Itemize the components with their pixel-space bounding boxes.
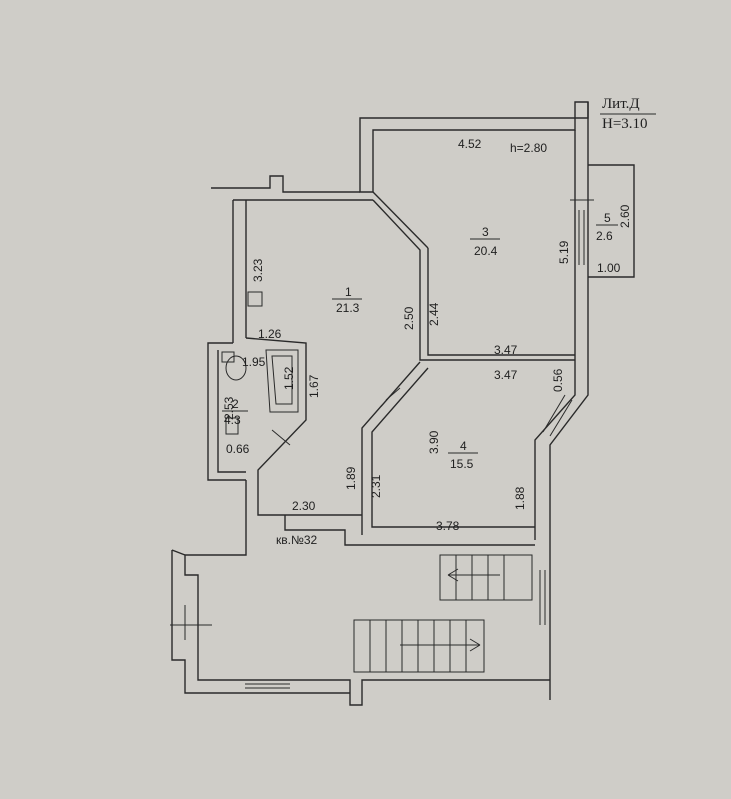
dim-0-56: 0.56	[551, 368, 565, 392]
wall-right-bay	[534, 365, 589, 700]
wall-right-room3	[574, 102, 589, 365]
partition-room3-inner	[427, 248, 575, 356]
balcony-window	[570, 199, 594, 265]
dim-3-78: 3.78	[436, 519, 460, 533]
room-1-number: 1	[345, 285, 352, 299]
dim-1-88: 1.88	[513, 486, 527, 510]
balcony-5-outline	[588, 164, 635, 278]
bay-window	[542, 394, 573, 437]
room-5-number: 5	[604, 211, 611, 225]
room-2-area: 4.3	[224, 413, 241, 427]
dim-2-31: 2.31	[369, 474, 383, 498]
room-1-area: 21.3	[336, 301, 360, 315]
toilet-icon	[225, 355, 247, 381]
dim-2-44: 2.44	[427, 302, 441, 326]
dim-1-52: 1.52	[282, 366, 296, 390]
wall-entry	[284, 515, 535, 546]
dim-3-23: 3.23	[251, 258, 265, 282]
bathtub-inner	[271, 355, 293, 405]
wall-top-room1	[211, 175, 373, 343]
dim-1-95: 1.95	[242, 355, 266, 369]
wall-corridor	[184, 480, 550, 706]
right-window	[539, 570, 546, 625]
partition-room1-room3	[372, 199, 575, 361]
stairs-upper	[439, 554, 533, 601]
apartment-number: кв.№32	[276, 533, 318, 547]
partition-diagonal-top	[372, 191, 429, 249]
dim-2-60: 2.60	[618, 204, 632, 228]
stairs-lower	[353, 619, 485, 673]
bottom-window	[245, 683, 290, 689]
dim-1-89: 1.89	[344, 466, 358, 490]
dim-3-90: 3.90	[427, 430, 441, 454]
room-3-number: 3	[482, 225, 489, 239]
dim-0-66: 0.66	[226, 442, 250, 456]
partition-room4-inner	[371, 367, 535, 528]
toilet-tank	[221, 351, 235, 363]
building-height-label: H=3.10	[602, 116, 648, 132]
dim-1-26: 1.26	[258, 327, 282, 341]
bathtub	[265, 349, 299, 413]
dim-1-67: 1.67	[307, 374, 321, 398]
dim-2-53: 2.53	[222, 396, 236, 420]
dim-3-47-top: 3.47	[494, 343, 518, 357]
dim-3-47-bottom: 3.47	[494, 368, 518, 382]
room-4-number: 4	[460, 439, 467, 453]
bathroom-sink-icon	[225, 417, 239, 435]
dim-4-52: 4.52	[458, 137, 482, 151]
room-5-area: 2.6	[596, 229, 613, 243]
room-2-number: 2	[232, 397, 239, 411]
ceiling-height: h=2.80	[510, 141, 547, 155]
door-mark-room4	[385, 387, 401, 401]
partition-room1-room4	[361, 361, 421, 535]
wall-lower-outer	[171, 549, 350, 694]
room-4-area: 15.5	[450, 457, 474, 471]
dim-2-50: 2.50	[402, 306, 416, 330]
dim-1-00: 1.00	[597, 261, 621, 275]
dim-5-19: 5.19	[557, 240, 571, 264]
wall-bathroom-inner	[245, 337, 307, 480]
dim-2-30: 2.30	[292, 499, 316, 513]
room-3-area: 20.4	[474, 244, 498, 258]
wall-bathroom-outer	[207, 342, 246, 481]
door-mark-bathroom	[271, 429, 291, 446]
lit-label: Лит.Д	[602, 96, 640, 112]
kitchen-sink-icon	[247, 291, 263, 307]
